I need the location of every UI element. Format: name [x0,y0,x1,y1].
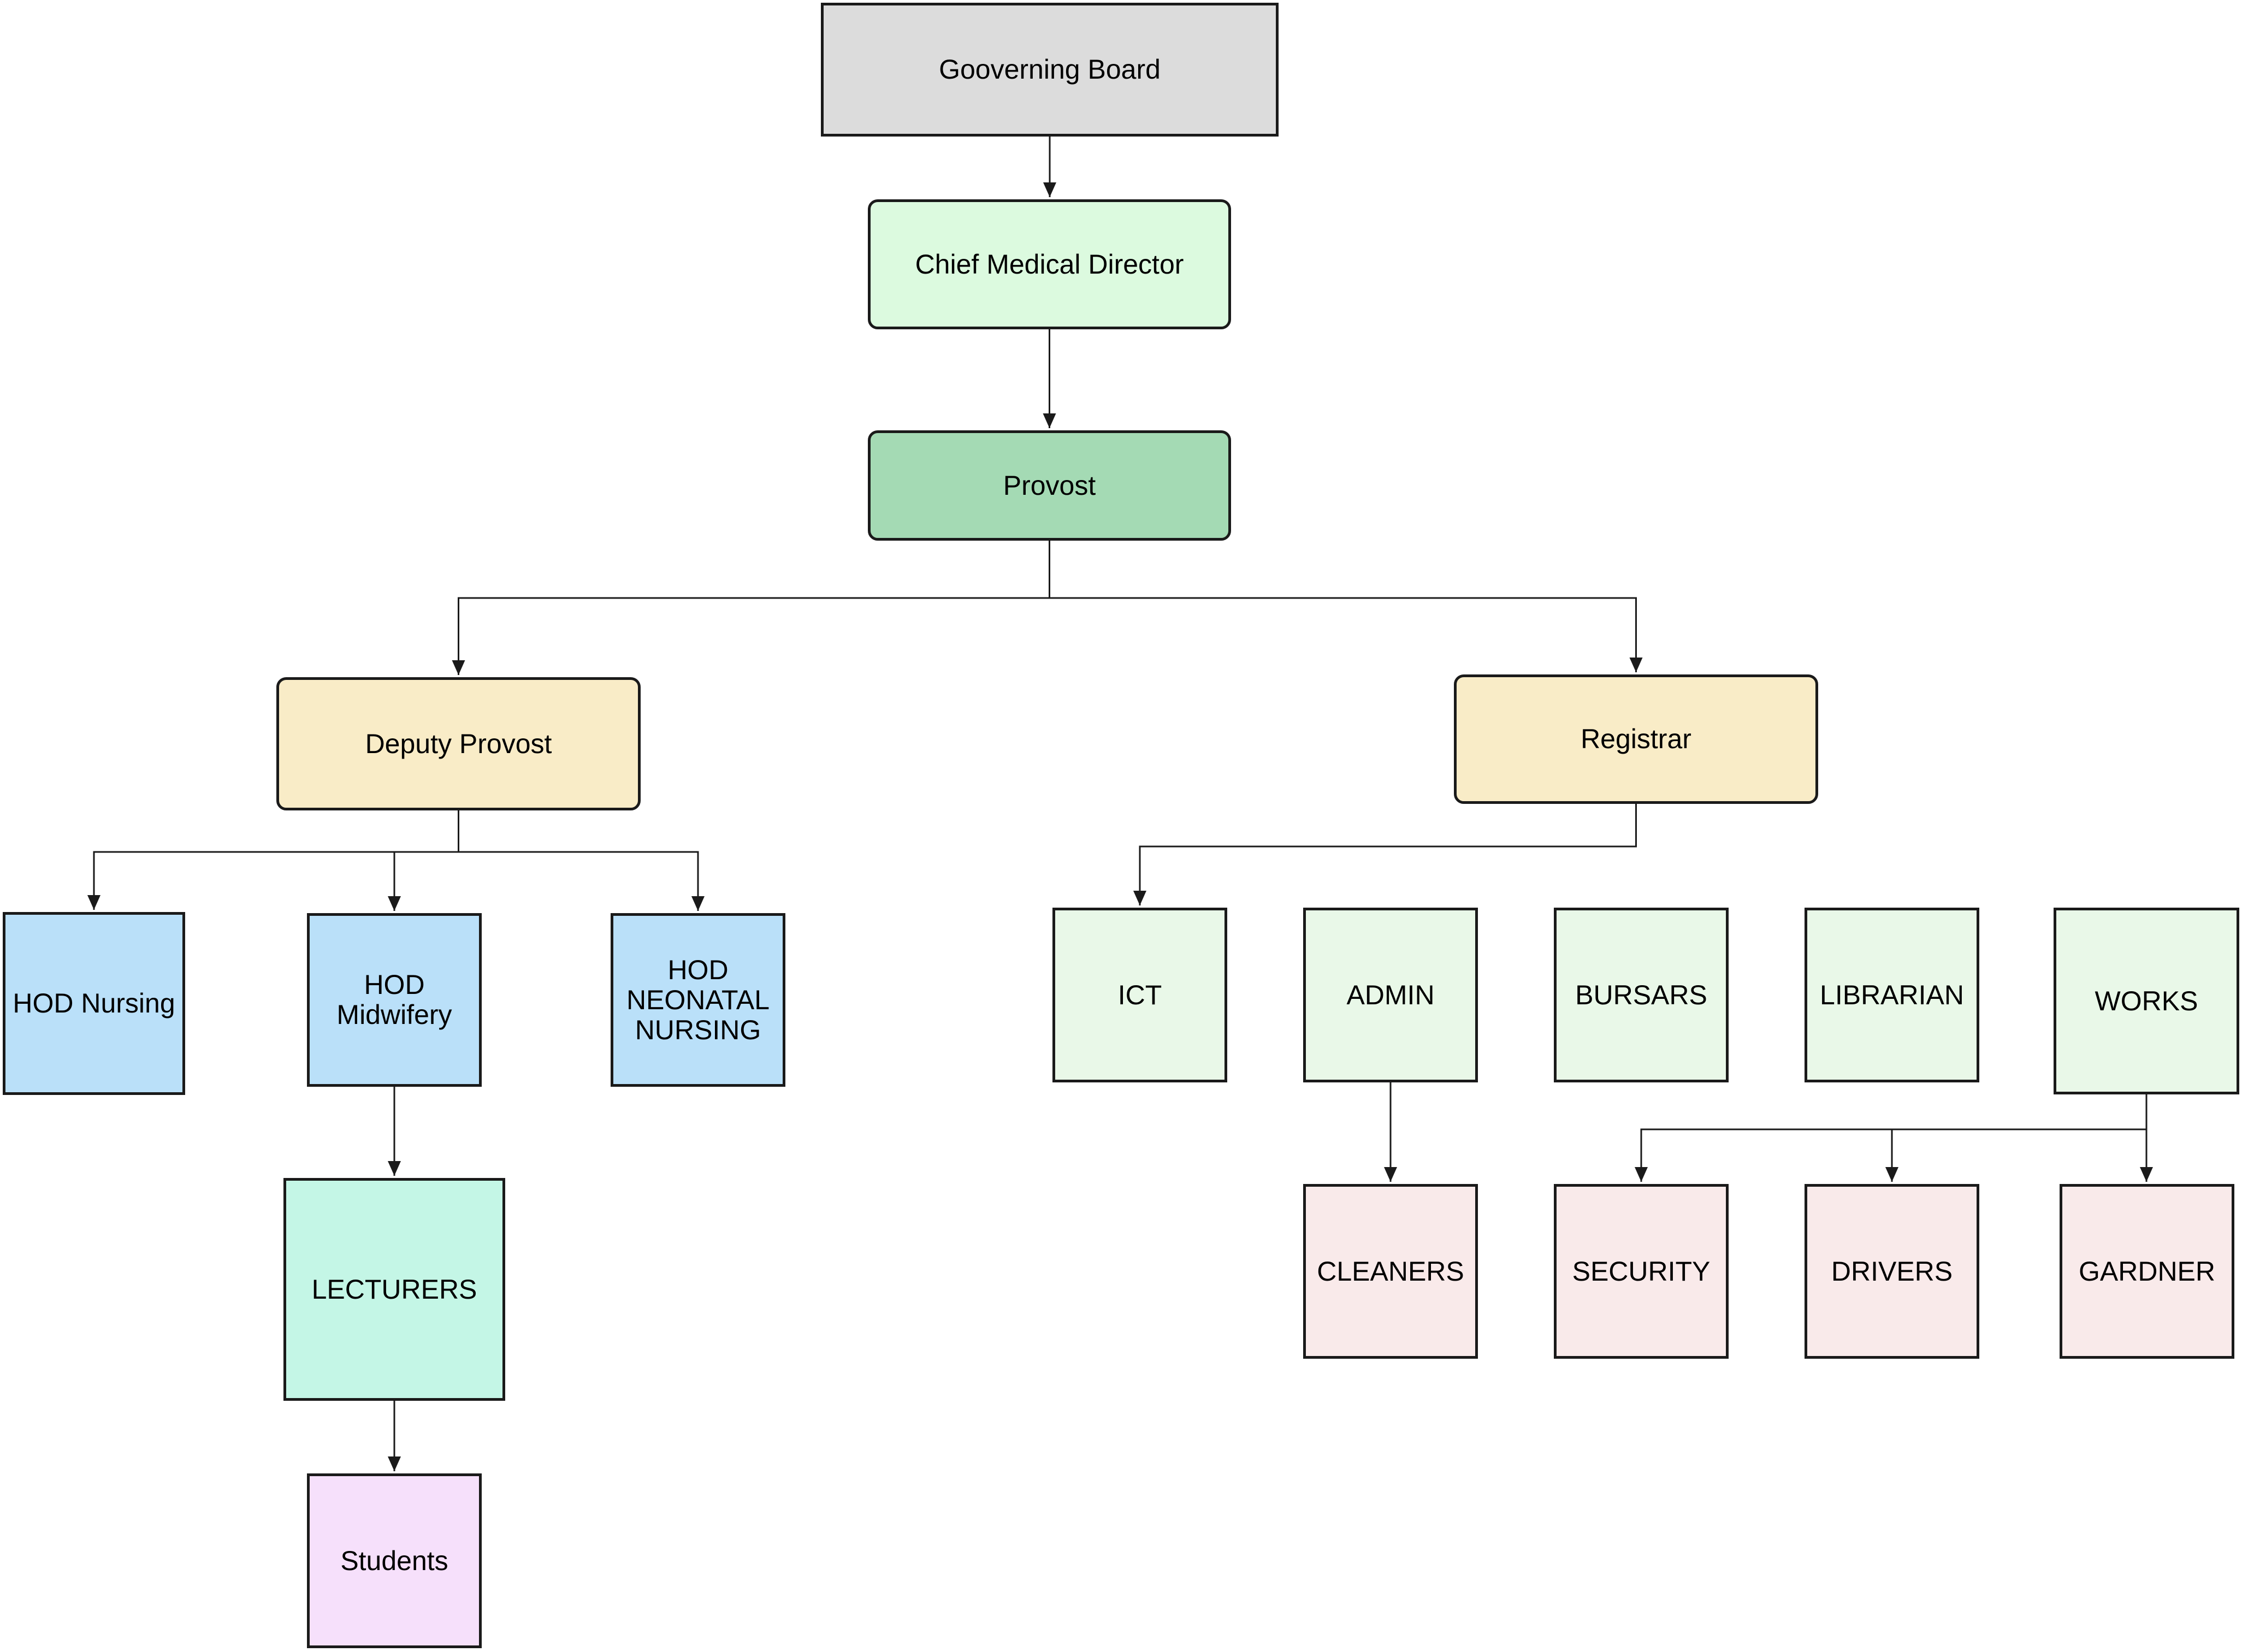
governing-board-label: Gooverning Board [939,54,1161,85]
chief-medical-director-label: Chief Medical Director [915,248,1184,280]
cleaners-label: CLEANERS [1317,1256,1464,1287]
registrar-label: Registrar [1581,724,1691,754]
edge-works-to-drivers [1885,1094,2148,1182]
students-node: Students [307,1473,482,1648]
ict-node: ICT [1052,908,1227,1082]
edge-provost-to-registrar [1049,541,1643,672]
hod-neonatal-nursing-node: HOD NEONATAL NURSING [611,913,785,1087]
gardner-node: GARDNER [2060,1184,2234,1359]
deputy-provost-label: Deputy Provost [365,728,552,759]
edge-registrar-to-ict [1133,804,1637,905]
security-node: SECURITY [1554,1184,1729,1359]
provost-label: Provost [1003,470,1096,501]
hod-neonatal-nursing-label: HOD NEONATAL NURSING [626,954,770,1045]
registrar-node: Registrar [1454,674,1818,804]
provost-node: Provost [868,430,1231,541]
hod-midwifery-node: HOD Midwifery [307,913,482,1087]
hod-nursing-node: HOD Nursing [3,912,185,1095]
edge-deputy-provost-to-hod-midwifery [388,810,459,911]
hod-nursing-label: HOD Nursing [13,988,175,1019]
security-label: SECURITY [1572,1256,1711,1287]
students-label: Students [340,1545,448,1576]
admin-node: ADMIN [1303,908,1478,1082]
governing-board-node: Gooverning Board [821,3,1279,137]
works-node: WORKS [2054,908,2239,1094]
lecturers-label: LECTURERS [311,1274,477,1305]
admin-label: ADMIN [1346,979,1435,1010]
edge-deputy-provost-to-hod-neonatal-nursing [458,810,705,911]
edge-provost-to-deputy-provost [452,541,1050,675]
drivers-label: DRIVERS [1831,1256,1953,1287]
deputy-provost-node: Deputy Provost [276,677,641,810]
hod-midwifery-label: HOD Midwifery [336,969,452,1030]
works-label: WORKS [2095,985,2198,1016]
drivers-node: DRIVERS [1805,1184,1979,1359]
bursars-node: BURSARS [1554,908,1729,1082]
chief-medical-director-node: Chief Medical Director [868,199,1231,329]
bursars-label: BURSARS [1575,979,1707,1010]
edge-deputy-provost-to-hod-nursing [87,810,459,910]
edge-works-to-security [1635,1094,2148,1182]
librarian-node: LIBRARIAN [1805,908,1979,1082]
ict-label: ICT [1117,979,1162,1010]
librarian-label: LIBRARIAN [1820,979,1964,1010]
cleaners-node: CLEANERS [1303,1184,1478,1359]
lecturers-node: LECTURERS [283,1178,505,1401]
gardner-label: GARDNER [2078,1256,2216,1287]
